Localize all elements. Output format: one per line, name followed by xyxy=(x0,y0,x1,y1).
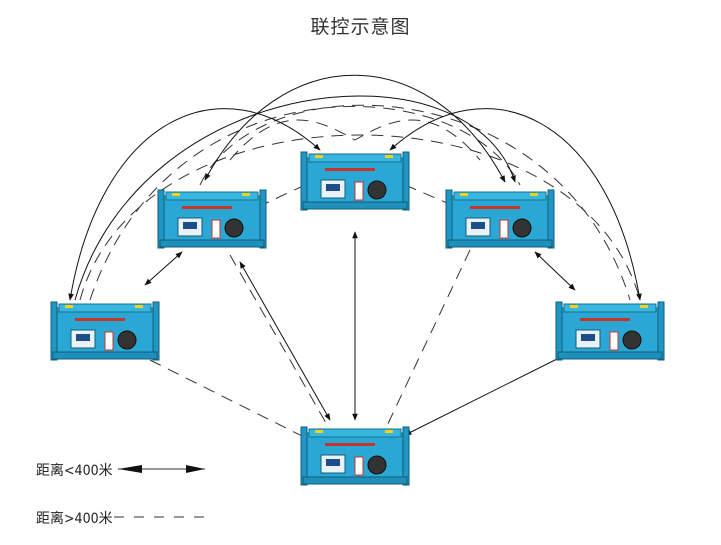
link-left-bottom xyxy=(149,359,311,441)
arc-left-upperright xyxy=(74,95,516,301)
machine-top xyxy=(300,151,410,211)
legend-solid-line xyxy=(118,465,205,473)
link-upperright-right xyxy=(534,251,576,291)
machine-upper-left xyxy=(157,189,267,249)
machine-right xyxy=(555,301,665,361)
link-upperleft-left xyxy=(144,251,183,286)
arc-top-right xyxy=(389,108,642,301)
arc-top-left xyxy=(68,108,321,301)
machine-left xyxy=(50,301,160,361)
link-top-upperright xyxy=(404,184,453,206)
legend-label-far: 距离>400米 xyxy=(36,511,113,527)
arc-left-upperright-dash xyxy=(89,105,521,301)
link-upperleft-bottom-dash xyxy=(229,254,331,431)
link-upperright-bottom xyxy=(384,249,471,431)
solid-links xyxy=(68,74,642,436)
arc-upperleft-upperright xyxy=(204,74,506,183)
diagram-title: 联控示意图 xyxy=(310,16,411,38)
link-bottom-right xyxy=(404,354,566,436)
link-upperleft-bottom xyxy=(239,261,331,421)
machine-upper-right xyxy=(445,189,555,249)
legend-label-near: 距离<400米 xyxy=(36,463,113,479)
machine-bottom xyxy=(300,426,410,486)
link-top-upperleft xyxy=(261,184,306,206)
arc-top-dip xyxy=(229,119,481,161)
